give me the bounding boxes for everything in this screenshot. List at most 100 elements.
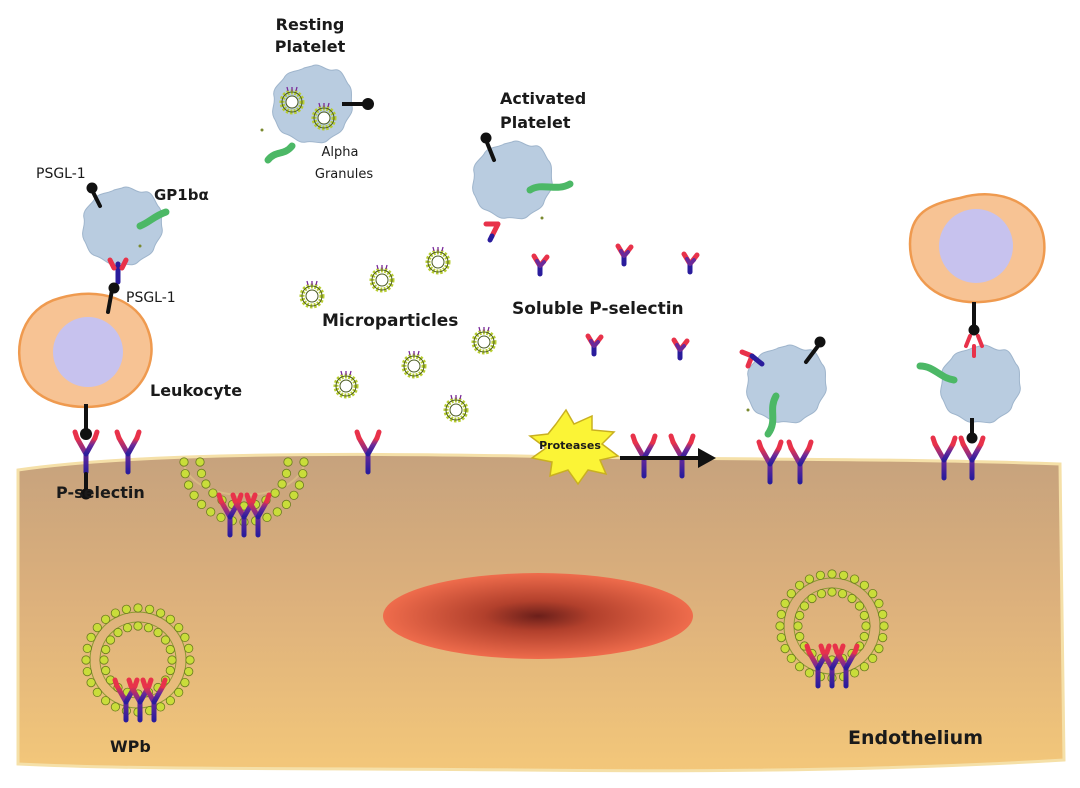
lipid-head bbox=[289, 490, 299, 500]
lipid-head bbox=[133, 603, 143, 613]
resting-platelet bbox=[260, 64, 374, 164]
lipid-head bbox=[184, 666, 194, 677]
lipid-head bbox=[174, 687, 184, 698]
lipid-head bbox=[110, 608, 121, 618]
lipid-head bbox=[281, 468, 292, 478]
lipid-head bbox=[101, 665, 111, 676]
lipid-head bbox=[804, 668, 815, 678]
lipid-head bbox=[868, 588, 878, 599]
lipid-head bbox=[795, 610, 805, 621]
psgl1-top-label: PSGL-1 bbox=[36, 166, 86, 182]
activated-platelet-label-2: Platelet bbox=[500, 113, 571, 132]
lipid-head bbox=[827, 569, 837, 579]
lipid-head bbox=[86, 632, 96, 643]
lipid-head bbox=[868, 653, 878, 664]
lipid-head bbox=[874, 643, 884, 654]
lipid-head bbox=[859, 631, 869, 642]
lipid-head bbox=[804, 574, 815, 584]
gp1b-label: GP1bα bbox=[154, 186, 209, 204]
lipid-head bbox=[849, 574, 860, 584]
lipid-head bbox=[113, 627, 123, 638]
lipid-head bbox=[196, 468, 207, 478]
lipid-head bbox=[180, 632, 190, 643]
lipid-head bbox=[786, 653, 796, 664]
lipid-head bbox=[165, 665, 175, 676]
lipid-head bbox=[277, 479, 287, 489]
lipid-head bbox=[270, 488, 280, 498]
lipid-head bbox=[185, 655, 195, 665]
lipid-head bbox=[847, 593, 857, 604]
lipid-head bbox=[174, 622, 184, 633]
lipid-head bbox=[143, 623, 154, 633]
protease-burst: Proteases bbox=[528, 408, 620, 486]
lipid-head bbox=[794, 580, 805, 590]
lipid-head bbox=[156, 608, 166, 618]
lipid-head bbox=[189, 490, 199, 500]
leukocyte-nucleus bbox=[53, 317, 123, 387]
lipid-head bbox=[86, 677, 96, 688]
lipid-head bbox=[859, 610, 869, 621]
lipid-head bbox=[179, 457, 189, 467]
lipid-head bbox=[827, 587, 837, 597]
lipid-head bbox=[206, 507, 216, 517]
lipid-head bbox=[101, 644, 111, 655]
lipid-head bbox=[160, 635, 171, 645]
lipid-head bbox=[110, 702, 121, 712]
wpb-label: WPb bbox=[110, 737, 151, 756]
lipid-head bbox=[195, 457, 205, 467]
lipid-head bbox=[145, 604, 155, 614]
lipid-head bbox=[208, 488, 218, 498]
lipid-head bbox=[153, 627, 163, 638]
lipid-head bbox=[794, 662, 805, 672]
lipid-head bbox=[854, 601, 865, 611]
lipid-head bbox=[184, 643, 194, 654]
lipid-head bbox=[795, 631, 805, 642]
resting-platelet-label-2: Platelet bbox=[275, 37, 346, 56]
lipid-head bbox=[838, 570, 849, 580]
lipid-head bbox=[272, 507, 282, 517]
lipid-head bbox=[92, 687, 102, 698]
soluble-p-selectin-label: Soluble P-selectin bbox=[512, 299, 684, 319]
activated-platelet bbox=[472, 132, 574, 243]
lipid-head bbox=[180, 469, 190, 479]
endothelial-nucleus bbox=[383, 573, 693, 659]
alpha-granules-label-1: Alpha bbox=[322, 145, 359, 160]
lipid-head bbox=[165, 696, 175, 706]
lipid-head bbox=[878, 632, 888, 643]
lipid-head bbox=[775, 621, 785, 631]
lipid-head bbox=[799, 601, 810, 611]
lipid-head bbox=[793, 621, 803, 631]
lipid-head bbox=[859, 662, 870, 672]
lipid-head bbox=[786, 588, 796, 599]
lipid-head bbox=[859, 580, 870, 590]
p-selectin-label: P-selectin bbox=[56, 483, 145, 502]
microparticles bbox=[302, 247, 494, 420]
lipid-head bbox=[849, 668, 860, 678]
proteases-label: Proteases bbox=[539, 439, 601, 452]
lipid-head bbox=[298, 469, 308, 479]
arrow-right-icon bbox=[620, 448, 716, 468]
lipid-head bbox=[879, 621, 889, 631]
lipid-head bbox=[122, 623, 133, 633]
lipid-head bbox=[262, 512, 272, 523]
lipid-head bbox=[99, 655, 109, 665]
lipid-head bbox=[281, 499, 291, 509]
leukocyte-left bbox=[17, 292, 153, 502]
alpha-granules-label-2: Granules bbox=[315, 167, 373, 182]
leukocyte-right bbox=[908, 193, 1046, 444]
lipid-head bbox=[184, 480, 194, 490]
activated-platelet-label-1: Activated bbox=[500, 89, 586, 108]
lipid-head bbox=[197, 499, 207, 509]
lipid-head bbox=[807, 593, 817, 604]
lipid-head bbox=[180, 677, 190, 688]
lipid-head bbox=[121, 604, 132, 614]
lipid-head bbox=[299, 457, 309, 467]
lipid-head bbox=[776, 632, 786, 643]
lipid-head bbox=[861, 621, 871, 631]
lipid-head bbox=[133, 621, 143, 631]
microparticles-label: Microparticles bbox=[322, 311, 458, 331]
lipid-head bbox=[165, 614, 175, 624]
psgl1-bottom-label: PSGL-1 bbox=[126, 290, 176, 306]
lipid-head bbox=[216, 512, 226, 523]
lipid-head bbox=[167, 655, 177, 665]
